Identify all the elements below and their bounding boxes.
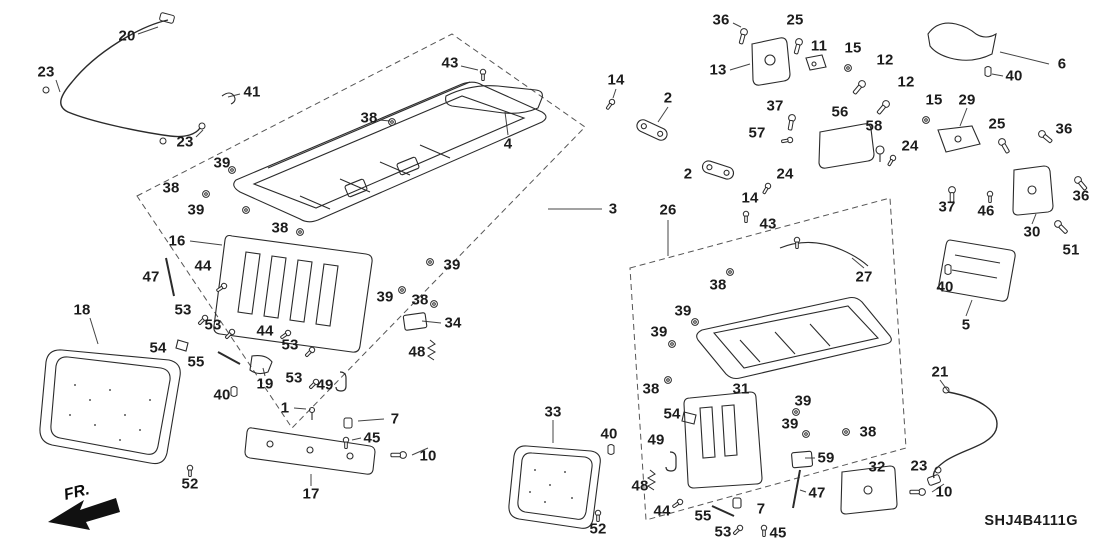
panel-33-drawing xyxy=(508,445,601,529)
right-seat-assembly-drawing xyxy=(681,241,898,517)
upper-right-parts-drawings xyxy=(636,22,1054,302)
seatback-frame-16-drawing xyxy=(165,92,428,420)
fr-arrow-icon xyxy=(48,498,120,530)
main-seat-cushion-frame-drawing xyxy=(233,81,547,223)
panel-18-drawing xyxy=(39,349,181,465)
fastener-glyphs xyxy=(186,27,1089,537)
diagram-code: SHJ4B4111G xyxy=(984,513,1078,529)
dashed-assembly-boxes xyxy=(136,33,907,521)
leader-lines xyxy=(55,22,1050,493)
bracket-17-drawing xyxy=(244,427,376,475)
cable-21-drawing xyxy=(927,386,998,486)
cable-20-drawing xyxy=(42,12,206,145)
